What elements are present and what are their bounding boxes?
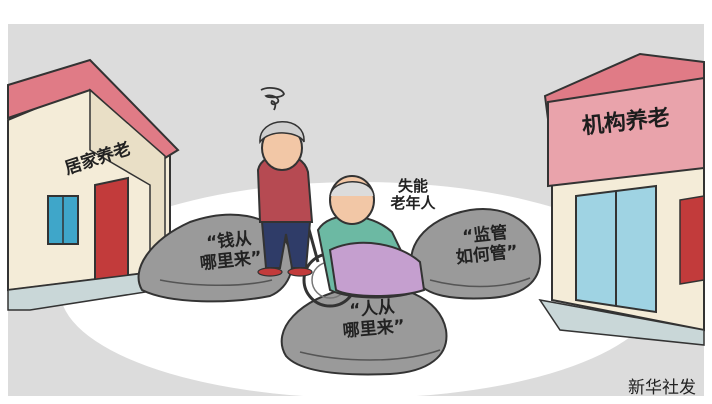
worry-swirl-icon (260, 87, 285, 111)
rock-people (280, 285, 448, 376)
left-house (7, 58, 192, 311)
elder-label: 失能 老年人 (390, 177, 436, 213)
rock-supervision (410, 208, 542, 300)
credit-text: 新华社发 (628, 378, 696, 398)
standing-caregiver (256, 121, 314, 277)
right-house (538, 52, 705, 346)
seated-elder (316, 175, 426, 299)
